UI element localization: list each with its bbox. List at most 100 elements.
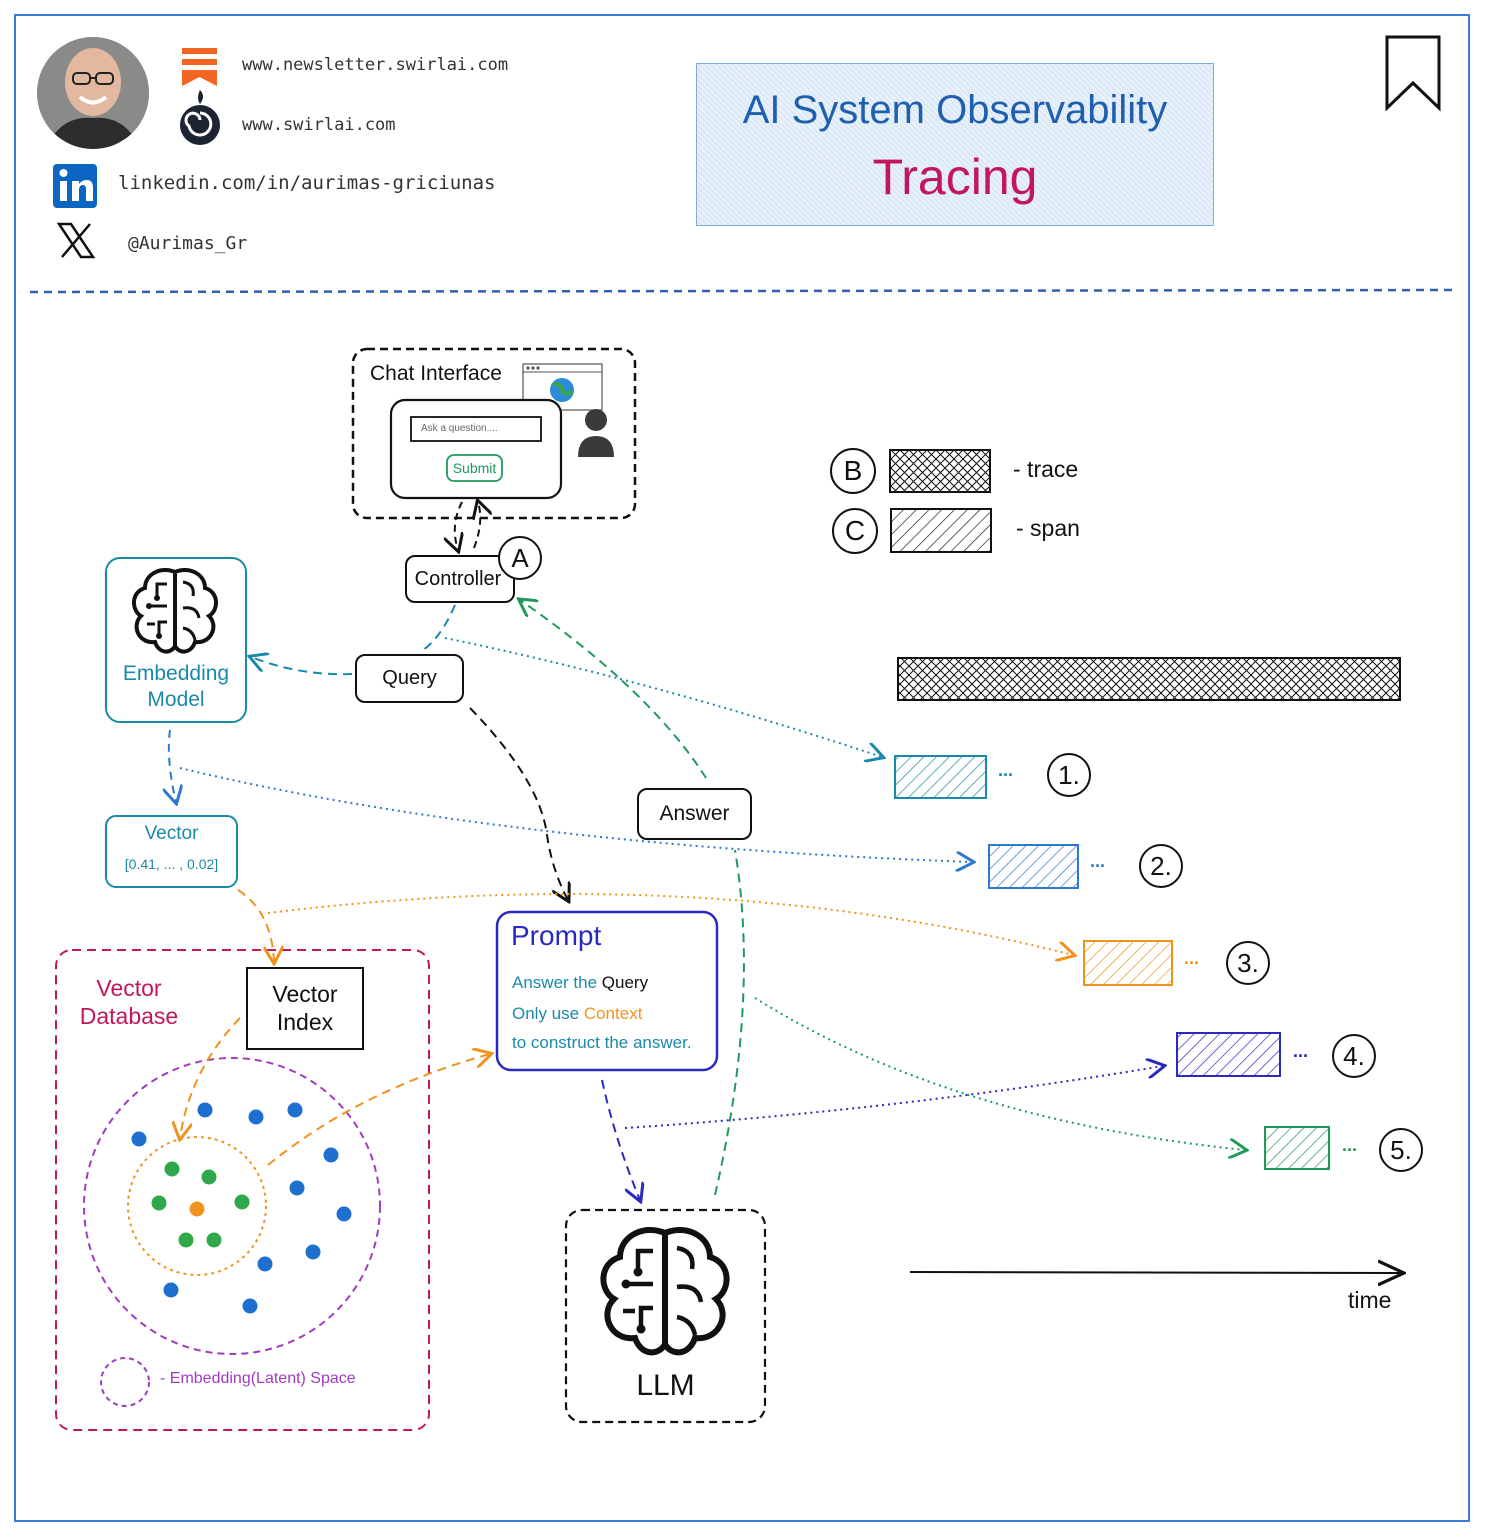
span-number-circle-4 [1332, 1034, 1376, 1078]
latent-space-label: - Embedding(Latent) Space [160, 1370, 356, 1387]
answer-box [637, 788, 752, 840]
title-banner: AI System Observability Tracing [696, 63, 1214, 226]
time-axis-label: time [1348, 1287, 1392, 1313]
linkedin-link[interactable]: linkedin.com/in/aurimas-griciunas [118, 172, 496, 194]
linkedin-icon [53, 164, 97, 208]
page-title: AI System Observability [742, 88, 1168, 132]
vector-to-index-arrow [237, 889, 274, 962]
swirl-logo-icon [180, 90, 220, 145]
page-subtitle: Tracing [872, 149, 1038, 205]
prompt-query-word: Query [601, 973, 649, 992]
span-bar-5 [1264, 1126, 1330, 1170]
chat-to-controller-arrow [455, 501, 462, 550]
trace-legend-label: - trace [1013, 456, 1079, 482]
span-bar-2 [988, 844, 1079, 889]
newsletter-link[interactable]: www.newsletter.swirlai.com [242, 55, 509, 75]
trace-bar [897, 657, 1401, 701]
llm-label: LLM [636, 1369, 695, 1402]
controller-label: Controller [414, 567, 502, 590]
vector-values: [0.41, ... , 0.02] [124, 856, 219, 872]
marker-b-label: B [843, 455, 863, 486]
span-5-ellipsis: ... [1342, 1135, 1358, 1155]
submit-button[interactable] [446, 454, 503, 482]
latent-space-legend-circle [100, 1357, 150, 1407]
trace-legend-swatch [889, 449, 991, 493]
chat-interface-label: Chat Interface [370, 362, 502, 385]
span-1-ellipsis: ... [998, 760, 1014, 780]
span5-connector [754, 997, 1245, 1150]
index-to-space-arrow [180, 1017, 241, 1138]
llm-container [564, 1208, 767, 1424]
context-to-prompt-arrow [267, 1054, 490, 1166]
marker-a-label: A [511, 542, 529, 573]
span-4-label: 4. [1343, 1040, 1365, 1071]
prompt-line-2-text: Only use [512, 1004, 580, 1023]
marker-a [498, 536, 542, 580]
query-to-prompt-arrow [469, 707, 568, 900]
llm-to-answer-line [714, 849, 745, 1196]
span-1-label: 1. [1058, 759, 1080, 790]
time-axis [909, 1272, 1402, 1273]
span-3-ellipsis: ... [1184, 948, 1200, 968]
answer-label: Answer [659, 802, 730, 825]
prompt-line-3: to construct the answer. [512, 1033, 692, 1052]
span2-connector [179, 767, 972, 862]
ask-input-placeholder: Ask a question.... [421, 423, 498, 434]
header-graphics [29, 35, 1457, 294]
span-bar-1 [894, 755, 987, 799]
user-icon [578, 409, 614, 457]
controller-to-chat-arrow [474, 502, 480, 549]
prompt-line-1-text: Answer the [512, 973, 598, 992]
prompt-line-2: Only use Context [512, 1004, 642, 1024]
span-bar-4 [1176, 1032, 1281, 1077]
vector-index-label: Vector Index [272, 981, 338, 1035]
marker-c-label: C [844, 515, 866, 546]
query-label: Query [382, 667, 437, 689]
newsletter-icon [182, 48, 217, 86]
vector-label: Vector [144, 823, 199, 844]
span-legend-swatch [890, 508, 992, 553]
prompt-title: Prompt [511, 920, 602, 951]
prompt-line-1: Answer the Query [512, 973, 648, 993]
span-legend-label: - span [1016, 515, 1080, 541]
browser-icon [522, 363, 603, 411]
marker-c [832, 508, 878, 554]
span-number-circle-5 [1379, 1128, 1423, 1172]
x-handle[interactable]: @Aurimas_Gr [128, 233, 248, 254]
avatar [37, 37, 149, 149]
x-logo-icon [56, 222, 96, 259]
vector-database-label: Vector Database [79, 975, 179, 1029]
vector-box [105, 815, 238, 888]
chat-window [389, 398, 563, 500]
bookmark-icon[interactable] [1385, 35, 1441, 112]
site-link[interactable]: www.swirlai.com [242, 115, 396, 135]
span-2-ellipsis: ... [1090, 851, 1106, 871]
span-number-circle-2 [1139, 844, 1183, 888]
span1-connector [444, 637, 882, 757]
embedding-to-vector-arrow [169, 729, 176, 802]
span-number-circle-3 [1226, 941, 1270, 985]
submit-label: Submit [452, 460, 497, 476]
prompt-to-llm-arrow [601, 1079, 640, 1200]
embedding-space-circle [83, 1057, 381, 1355]
controller-to-query-line [419, 604, 456, 653]
query-box [355, 654, 464, 703]
span4-connector [624, 1066, 1163, 1129]
span-2-label: 2. [1150, 850, 1172, 881]
answer-to-controller-arrow [520, 600, 707, 779]
ask-input[interactable] [410, 416, 542, 442]
embedding-model-label: Embedding Model [122, 662, 230, 711]
embedding-points [131, 1102, 352, 1314]
span-5-label: 5. [1390, 1134, 1412, 1165]
prompt-context-word: Context [583, 1004, 643, 1023]
query-to-embedding-arrow [251, 657, 353, 676]
chat-interface-container [351, 347, 637, 520]
prompt-box [495, 910, 719, 1072]
span-3-label: 3. [1237, 947, 1259, 978]
vector-database-container [55, 949, 430, 1431]
context-neighborhood-circle [127, 1136, 267, 1276]
span-number-circle-1 [1047, 753, 1091, 797]
span-bar-3 [1083, 940, 1173, 986]
page-frame [14, 14, 1470, 1522]
